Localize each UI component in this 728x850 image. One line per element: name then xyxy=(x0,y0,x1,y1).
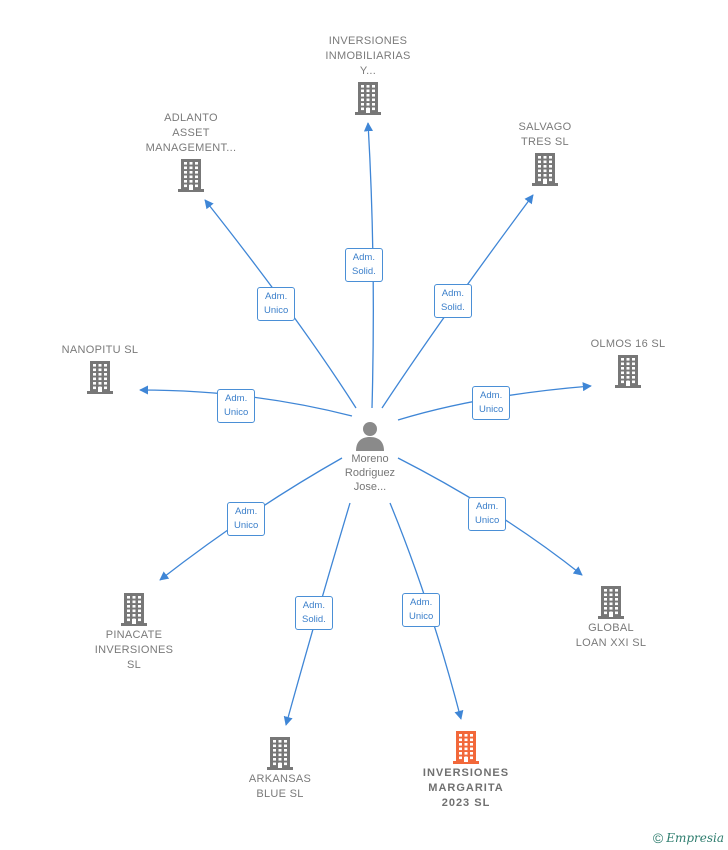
company-label: ADLANTO ASSET MANAGEMENT... xyxy=(145,112,237,154)
company-node-salvago[interactable]: SALVAGO TRES SL xyxy=(475,120,615,188)
edge-label: Adm. Unico xyxy=(257,287,296,321)
building-icon xyxy=(298,81,438,115)
edge-label: Adm. Solid. xyxy=(295,596,333,630)
building-icon xyxy=(558,354,698,388)
company-node-margarita[interactable]: INVERSIONES MARGARITA 2023 SL xyxy=(396,728,536,811)
edge-label: Adm. Solid. xyxy=(434,284,472,318)
company-node-pinacate[interactable]: PINACATE INVERSIONES SL xyxy=(64,590,204,673)
company-node-nanopitu[interactable]: NANOPITU SL xyxy=(30,343,170,396)
copyright-icon: © xyxy=(652,830,664,846)
person-node[interactable]: Moreno Rodriguez Jose... xyxy=(320,420,420,494)
company-node-olmos[interactable]: OLMOS 16 SL xyxy=(558,337,698,390)
building-icon xyxy=(121,158,261,192)
edge-label: Adm. Solid. xyxy=(345,248,383,282)
company-node-adlanto[interactable]: ADLANTO ASSET MANAGEMENT... xyxy=(121,111,261,194)
company-label: ARKANSAS BLUE SL xyxy=(248,773,312,800)
edge-label: Adm. Unico xyxy=(217,389,256,423)
edge-label: Adm. Unico xyxy=(468,497,507,531)
building-icon xyxy=(475,152,615,186)
building-icon xyxy=(541,585,681,619)
building-icon xyxy=(64,592,204,626)
person-name: Moreno Rodriguez Jose... xyxy=(344,453,396,493)
company-label: INVERSIONES MARGARITA 2023 SL xyxy=(422,767,510,809)
person-icon xyxy=(356,422,384,451)
company-label: INVERSIONES INMOBILIARIAS Y... xyxy=(325,35,411,77)
building-highlight-icon xyxy=(396,730,536,764)
edge-label: Adm. Unico xyxy=(227,502,266,536)
building-icon xyxy=(30,360,170,394)
company-label: OLMOS 16 SL xyxy=(590,338,666,350)
edge-label: Adm. Unico xyxy=(472,386,511,420)
company-label: SALVAGO TRES SL xyxy=(518,121,572,148)
edge-label: Adm. Unico xyxy=(402,593,441,627)
company-label: GLOBAL LOAN XXI SL xyxy=(575,622,647,649)
footer-credit: © Empresia xyxy=(653,830,724,846)
brand-logo: Empresia xyxy=(666,831,724,845)
company-node-arkansas[interactable]: ARKANSAS BLUE SL xyxy=(210,734,350,802)
company-node-inversiones-inmobiliarias[interactable]: INVERSIONES INMOBILIARIAS Y... xyxy=(298,34,438,117)
building-icon xyxy=(210,736,350,770)
company-label: NANOPITU SL xyxy=(61,344,139,356)
company-node-global-loan[interactable]: GLOBAL LOAN XXI SL xyxy=(541,583,681,651)
company-label: PINACATE INVERSIONES SL xyxy=(94,629,174,671)
